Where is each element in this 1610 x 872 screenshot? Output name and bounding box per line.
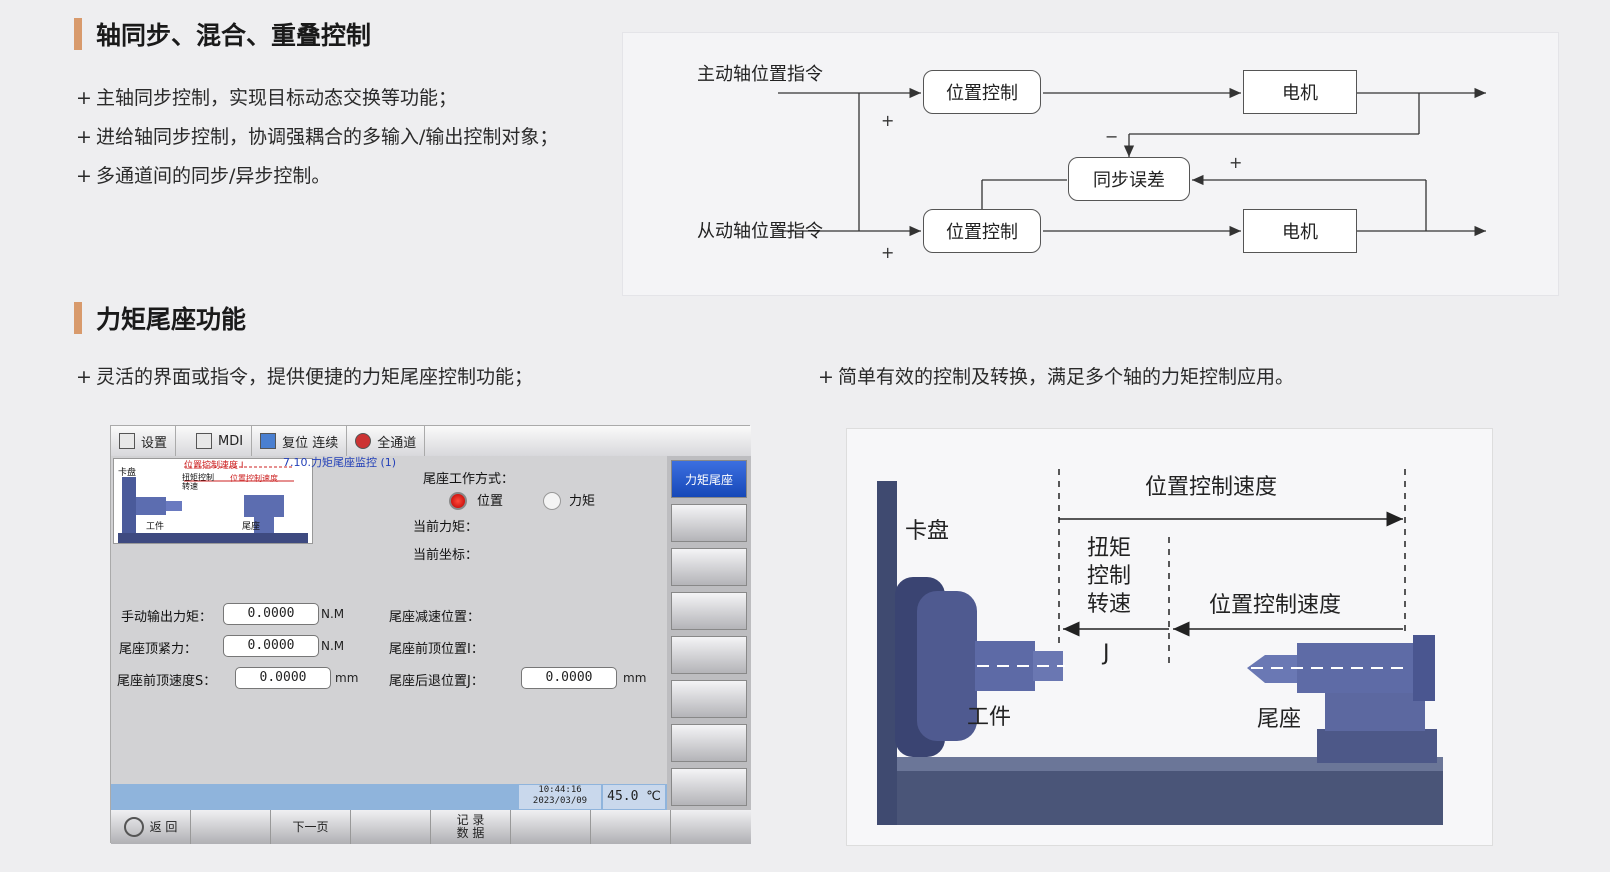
thumb-chuck-label: 卡盘 [118,468,137,478]
plus-sign: + [881,243,895,262]
thumbnail-drawing [118,466,308,543]
softkey[interactable] [671,592,747,630]
mode-position-radio[interactable] [449,492,467,510]
list-item: +进给轴同步控制，协调强耦合的多输入/输出控制对象； [76,126,559,148]
thumb-torque-label: 扭矩控制转速 [182,473,214,491]
front-pos-label: 尾座前顶位置I： [389,642,484,657]
retract-pos-label: 尾座后退位置J： [389,674,484,689]
mode-torque-label: 力矩 [569,494,596,509]
clamp-force-input[interactable]: 0.0000 [223,635,319,657]
front-speed-input[interactable]: 0.0000 [235,667,331,689]
front-speed-unit: mm [335,671,359,685]
lathe-drawing [877,469,1443,825]
torque-speed-label: 扭矩控制转速 [1087,536,1132,617]
manual-torque-input[interactable]: 0.0000 [223,603,319,625]
master-cmd-label: 主动轴位置指令 [697,64,823,85]
torque-tailstock-hmi-screen: 设置 MDI 复位 连续 全通道 卡盘 位置控制速度 I 位置控制速度 扭矩控制… [110,425,751,844]
bottom-softkey[interactable] [511,810,591,844]
retract-pos-input[interactable]: 0.0000 [521,667,617,689]
reset-icon [260,433,277,449]
softkey[interactable] [671,768,747,806]
title-accent-bar [74,302,82,334]
list-item: +主轴同步控制，实现目标动态交换等功能； [76,87,458,109]
torque-tailstock-softkey[interactable]: 力矩尾座 [671,460,747,498]
sync-error-block: 同步误差 [1068,157,1190,201]
thumb-pos-speed2-label: 位置控制速度 [230,474,278,483]
tailstock-thumbnail: 卡盘 位置控制速度 I 位置控制速度 扭矩控制转速 工件 尾座 [113,458,313,544]
softkey[interactable] [671,504,747,542]
gear-icon [119,433,135,449]
back-button[interactable]: 返 回 [111,810,191,844]
manual-torque-unit: N.M [321,607,345,621]
title-accent-bar [74,18,82,50]
hmi-toolbar: 设置 MDI 复位 连续 全通道 [111,426,751,456]
thumb-tailstock-label: 尾座 [242,522,261,532]
all-channels-icon [355,433,372,449]
hmi-bottom-bar: 返 回 下一页 记 录数 据 [111,810,751,844]
current-torque-label: 当前力矩： [413,520,479,535]
section-title-sync: 轴同步、混合、重叠控制 [74,16,371,52]
section-title-text: 轴同步、混合、重叠控制 [96,21,372,50]
breadcrumb: 7.10.力矩尾座监控 (1) [283,456,397,469]
hmi-softkey-column: 力矩尾座 [667,456,751,844]
pos-speed-top-label: 位置控制速度 [1145,475,1278,500]
pos-ctrl-top-block: 位置控制 [923,70,1041,114]
motor-bottom-block: 电机 [1243,209,1357,253]
sync-block-diagram: 主动轴位置指令 从动轴位置指令 位置控制 电机 同步误差 位置控制 电机 + −… [622,32,1559,296]
minus-sign: − [1105,127,1119,146]
clamp-force-label: 尾座顶紧力： [119,642,198,657]
torque-bullet-right: +简单有效的控制及转换，满足多个轴的力矩控制应用。 [818,366,1295,388]
reset-button[interactable]: 复位 连续 [252,426,348,456]
all-channels-button[interactable]: 全通道 [347,426,426,456]
softkey[interactable] [671,636,747,674]
thumb-workpiece-label: 工件 [146,522,165,532]
retract-pos-unit: mm [623,671,647,685]
record-data-button[interactable]: 记 录数 据 [431,810,511,844]
workpiece-label: 工件 [967,705,1012,730]
thumb-pos-speed-label: 位置控制速度 I [184,461,244,471]
softkey[interactable] [671,548,747,586]
section-title-text: 力矩尾座功能 [96,305,247,334]
front-speed-label: 尾座前顶速度S： [117,674,217,689]
back-icon [123,817,144,837]
pos-speed-right-label: 位置控制速度 [1209,593,1342,618]
pos-ctrl-bottom-block: 位置控制 [923,209,1041,253]
bottom-softkey[interactable] [191,810,271,844]
slave-cmd-label: 从动轴位置指令 [697,221,823,242]
manual-torque-label: 手动输出力矩： [121,610,213,625]
sync-bullet-list: +主轴同步控制，实现目标动态交换等功能； +进给轴同步控制，协调强耦合的多输入/… [76,79,558,196]
torque-bullet-left: +灵活的界面或指令，提供便捷的力矩尾座控制功能； [76,366,534,388]
clamp-force-unit: N.M [321,639,345,653]
current-coord-label: 当前坐标： [413,548,479,563]
j-label: J [1103,641,1110,666]
bottom-softkey[interactable] [671,810,751,844]
softkey[interactable] [671,680,747,718]
diagram-connectors [778,87,1486,237]
bottom-softkey[interactable] [351,810,431,844]
bottom-softkey[interactable] [591,810,671,844]
mdi-icon [196,433,213,449]
plus-sign: + [1229,153,1243,172]
next-page-button[interactable]: 下一页 [271,810,351,844]
mode-position-label: 位置 [477,494,504,509]
settings-button[interactable]: 设置 [111,426,177,456]
mode-torque-radio[interactable] [543,492,561,510]
temperature-readout: 45.0 ℃ [603,785,665,809]
softkey[interactable] [671,724,747,762]
section-title-torque-tailstock: 力矩尾座功能 [74,300,246,336]
mode-label: 尾座工作方式： [423,472,515,487]
list-item: +多通道间的同步/异步控制。 [76,165,331,187]
mdi-button[interactable]: MDI [176,426,253,456]
motor-top-block: 电机 [1243,70,1357,114]
tailstock-illustration: 位置控制速度 卡盘 扭矩控制转速 位置控制速度 J 工件 尾座 [846,428,1493,846]
tailstock-label: 尾座 [1257,707,1302,732]
plus-sign: + [881,111,895,130]
hmi-main-panel: 卡盘 位置控制速度 I 位置控制速度 扭矩控制转速 工件 尾座 7.10.力矩尾… [111,456,667,784]
decel-pos-label: 尾座减速位置： [389,610,481,625]
chuck-label: 卡盘 [905,519,950,544]
